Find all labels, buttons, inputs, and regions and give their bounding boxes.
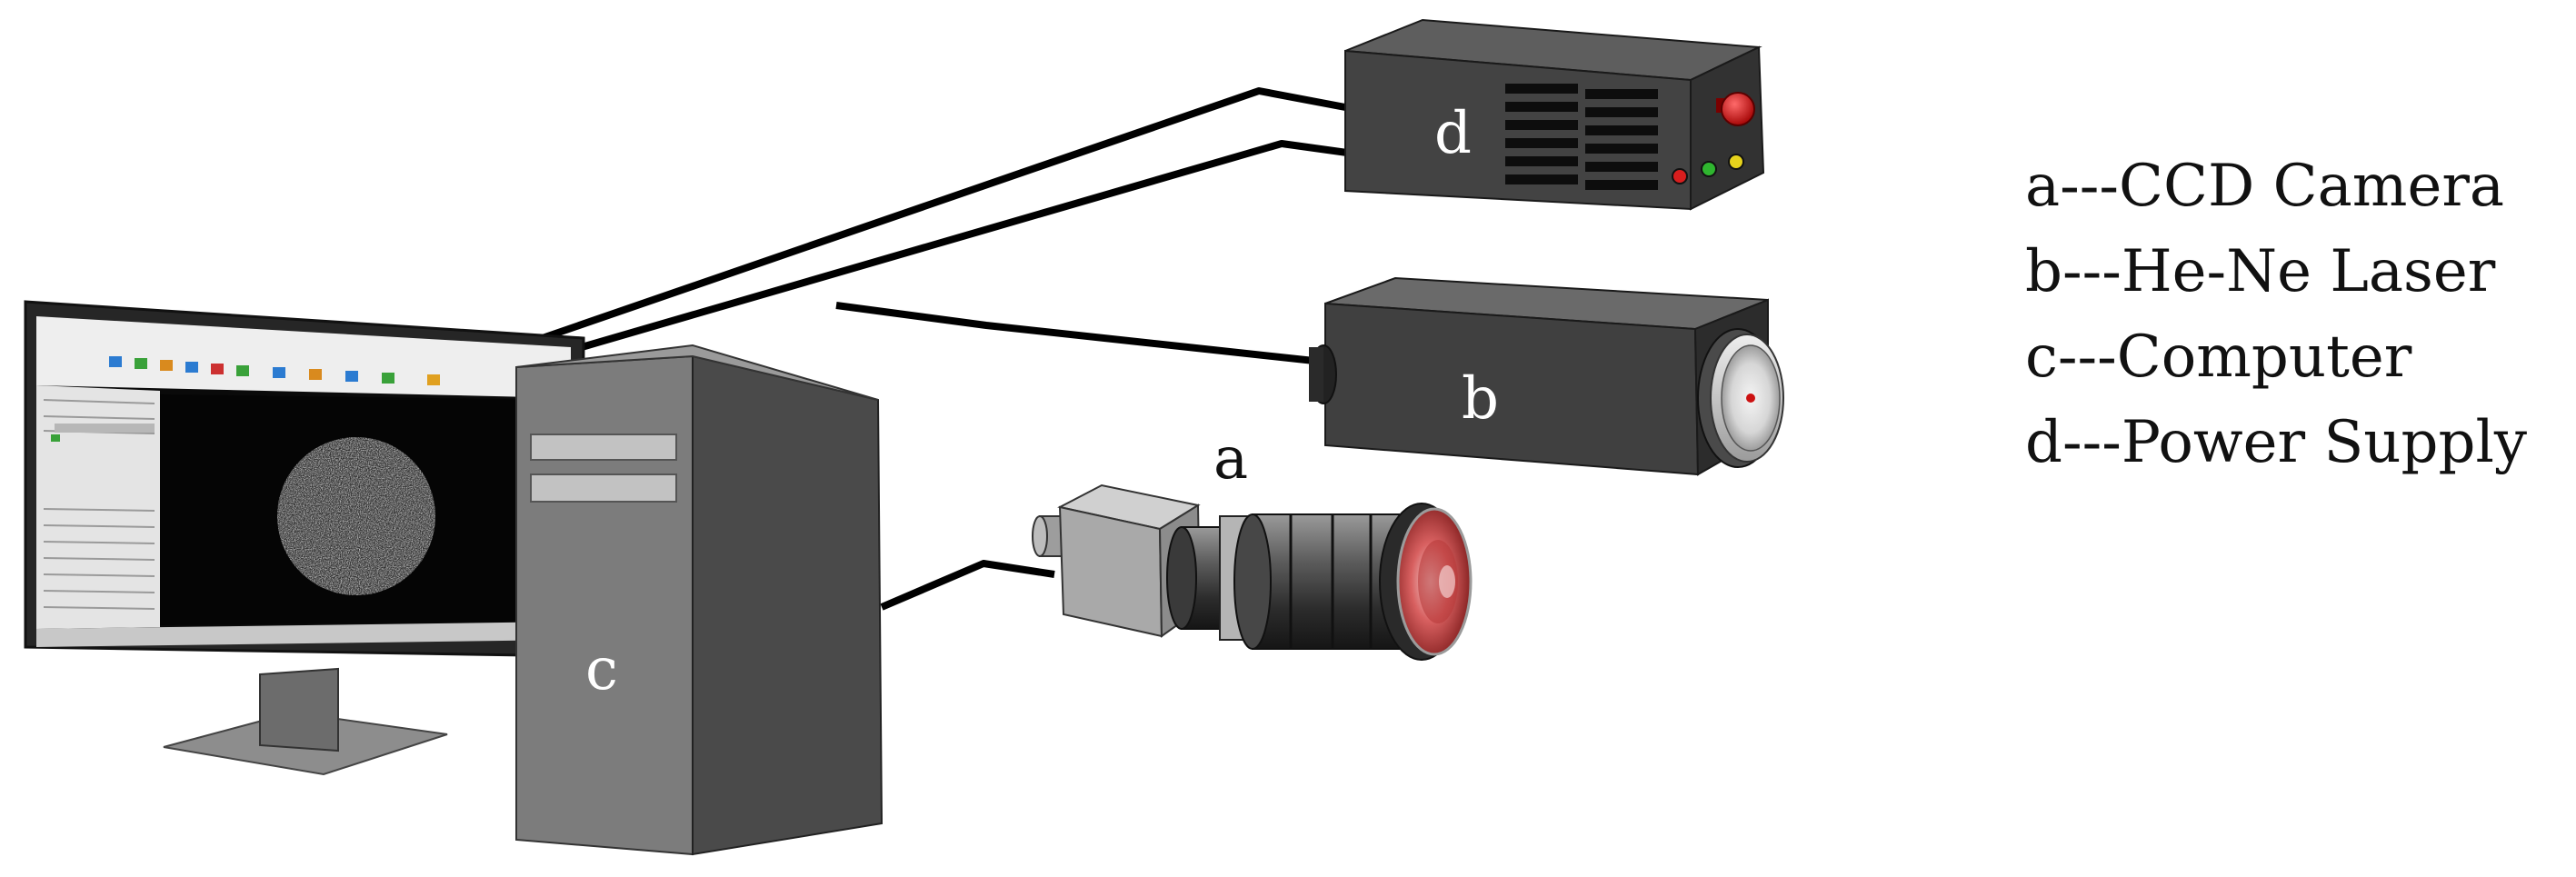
power-supply: d [1344,18,1765,211]
tower-front [515,354,694,856]
power-supply-label: d [1434,100,1472,167]
tower-top [515,344,879,401]
cable-power-supply-to-laser [835,302,1323,365]
monitor-stand-neck [259,667,339,752]
laser-back-cap [1309,344,1337,404]
legend-item-power-supply: d---Power Supply [2025,409,2528,476]
cable-computer-to-power-supply-upper [533,87,1346,344]
cable-monitor-to-power-supply [580,140,1348,351]
tower-side [692,354,884,856]
tower-drive-bay-2 [530,473,677,503]
ccd-camera: a [1032,425,1473,661]
app-left-panel-rows [43,399,155,610]
speckle-pattern-image [277,437,435,595]
app-left-panel-highlight [55,424,155,433]
power-supply-knob [1716,92,1755,126]
app-toolbar-icons [109,356,440,385]
camera-label: a [1213,425,1248,493]
power-supply-led-green [1701,161,1717,177]
camera-lens [1166,503,1473,661]
cable-computer-to-camera [880,560,1055,611]
app-left-panel [36,385,160,629]
legend-item-computer: c---Computer [2025,324,2412,391]
computer-tower: c [515,344,884,856]
monitor [24,300,585,776]
power-supply-led-yellow [1728,154,1744,170]
power-supply-vent-grille [1505,84,1658,190]
camera-body-front [1058,505,1163,638]
cable-group [533,87,1348,611]
legend: a---CCD Camera b---He-Ne Laser c---Compu… [2025,144,2527,485]
tower-drive-bay-1 [530,434,677,461]
app-status-bar [36,622,569,647]
app-status-icon [51,434,60,442]
legend-item-camera: a---CCD Camera [2025,153,2505,220]
computer-label: c [585,636,618,703]
legend-item-laser: b---He-Ne Laser [2025,238,2496,305]
camera-connector [1032,515,1063,557]
laser-label: b [1462,365,1499,433]
laser-aperture [1697,328,1784,468]
laser-front [1324,302,1700,476]
he-ne-laser: b [1309,276,1784,476]
power-supply-led-red [1672,168,1688,184]
